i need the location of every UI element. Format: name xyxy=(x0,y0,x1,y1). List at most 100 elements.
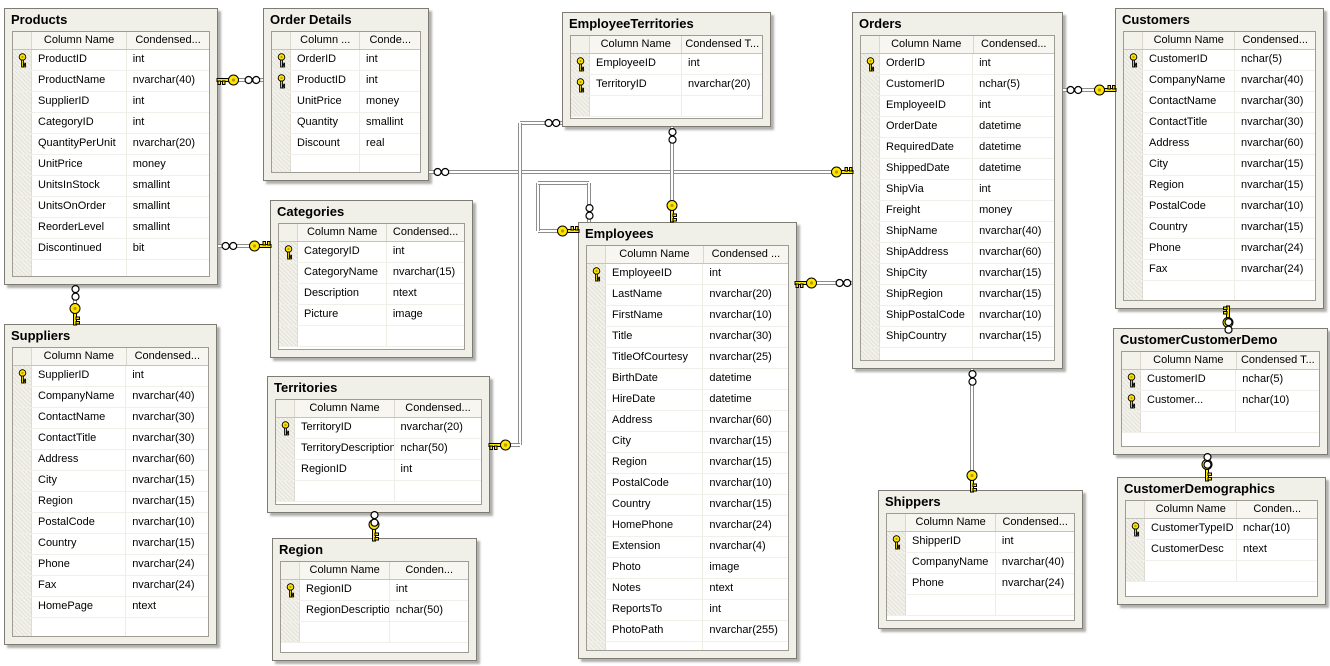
row-selector[interactable] xyxy=(1124,92,1143,112)
row-selector[interactable] xyxy=(276,418,295,438)
row-selector[interactable] xyxy=(887,595,906,615)
row-selector[interactable] xyxy=(587,600,606,620)
row-selector[interactable] xyxy=(861,285,880,305)
row-selector[interactable] xyxy=(571,75,590,95)
row-selector[interactable] xyxy=(861,138,880,158)
row-selector[interactable] xyxy=(887,574,906,594)
row-selector[interactable] xyxy=(587,642,606,650)
row-selector[interactable] xyxy=(272,71,291,91)
row-selector[interactable] xyxy=(13,555,32,575)
row-selector[interactable] xyxy=(1124,134,1143,154)
row-selector[interactable] xyxy=(587,264,606,284)
row-selector[interactable] xyxy=(279,242,298,262)
row-selector[interactable] xyxy=(1124,260,1143,280)
row-selector[interactable] xyxy=(587,306,606,326)
row-selector[interactable] xyxy=(1124,218,1143,238)
new-column-row[interactable] xyxy=(1122,412,1319,433)
row-selector[interactable] xyxy=(861,180,880,200)
row-selector[interactable] xyxy=(13,197,32,217)
row-selector[interactable] xyxy=(13,576,32,596)
row-selector[interactable] xyxy=(587,516,606,536)
new-column-row[interactable] xyxy=(587,642,788,650)
row-selector[interactable] xyxy=(276,460,295,480)
row-selector[interactable] xyxy=(13,218,32,238)
table-title[interactable]: CustomerDemographics xyxy=(1124,481,1275,496)
new-column-row[interactable] xyxy=(571,96,762,117)
row-selector[interactable] xyxy=(587,495,606,515)
row-selector[interactable] xyxy=(272,134,291,154)
row-selector[interactable] xyxy=(861,201,880,221)
row-selector[interactable] xyxy=(587,432,606,452)
row-selector[interactable] xyxy=(861,159,880,179)
row-selector[interactable] xyxy=(587,579,606,599)
row-selector[interactable] xyxy=(13,366,32,386)
row-selector[interactable] xyxy=(861,96,880,116)
row-selector[interactable] xyxy=(587,348,606,368)
table-title[interactable]: Categories xyxy=(277,204,345,219)
row-selector[interactable] xyxy=(587,390,606,410)
row-selector[interactable] xyxy=(861,75,880,95)
relationship-customers_orders-line[interactable] xyxy=(1063,88,1115,92)
row-selector[interactable] xyxy=(13,597,32,617)
row-selector[interactable] xyxy=(276,439,295,459)
row-selector[interactable] xyxy=(281,601,300,621)
row-selector[interactable] xyxy=(587,369,606,389)
row-selector[interactable] xyxy=(272,92,291,112)
table-title[interactable]: Shippers xyxy=(885,494,941,509)
row-selector[interactable] xyxy=(13,450,32,470)
row-selector[interactable] xyxy=(272,113,291,133)
row-selector[interactable] xyxy=(587,327,606,347)
row-selector[interactable] xyxy=(13,534,32,554)
relationship-territories_employeeterritories-line[interactable] xyxy=(518,123,522,445)
row-selector[interactable] xyxy=(1124,197,1143,217)
row-selector[interactable] xyxy=(13,408,32,428)
row-selector[interactable] xyxy=(887,553,906,573)
row-selector[interactable] xyxy=(13,387,32,407)
row-selector[interactable] xyxy=(861,54,880,74)
new-column-row[interactable] xyxy=(281,622,468,643)
relationship-employees_orders-line[interactable] xyxy=(797,281,852,285)
row-selector[interactable] xyxy=(1124,50,1143,70)
row-selector[interactable] xyxy=(1124,113,1143,133)
new-column-row[interactable] xyxy=(1124,281,1315,300)
